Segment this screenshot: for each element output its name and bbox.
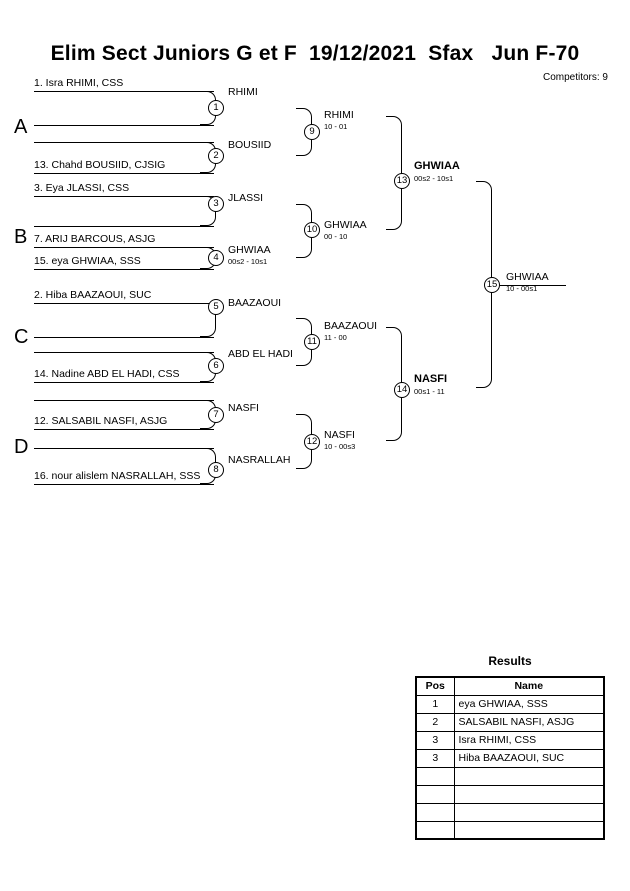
bout-winner-7: NASFI bbox=[228, 402, 259, 414]
entry-line-7 bbox=[34, 247, 214, 248]
entry-line-4 bbox=[34, 173, 214, 174]
bout-winner-4: GHWIAA bbox=[228, 244, 271, 256]
bout-winner-8: NASRALLAH bbox=[228, 454, 291, 466]
table-row bbox=[415, 820, 605, 840]
table-row bbox=[415, 802, 605, 822]
entry-line-11 bbox=[34, 352, 214, 353]
bout-circle-9[interactable]: 9 bbox=[304, 124, 320, 140]
result-name bbox=[453, 784, 605, 804]
entry-line-16 bbox=[34, 484, 214, 485]
entry-line-15 bbox=[34, 448, 214, 449]
bout-winner-14: NASFI bbox=[414, 373, 447, 385]
bout-score-15: 10 - 00s1 bbox=[506, 284, 538, 293]
page-title: Elim Sect Juniors G et F 19/12/2021 Sfax… bbox=[50, 42, 580, 65]
entry-line-13 bbox=[34, 400, 214, 401]
bout-winner-15: GHWIAA bbox=[506, 271, 549, 283]
table-row bbox=[415, 766, 605, 786]
bout-winner-9: RHIMI bbox=[324, 109, 354, 121]
result-name: SALSABIL NASFI, ASJG bbox=[453, 712, 605, 732]
bout-circle-13[interactable]: 13 bbox=[394, 173, 410, 189]
result-pos bbox=[415, 820, 455, 840]
bout-winner-12: NASFI bbox=[324, 429, 355, 441]
pool-letter-b: B bbox=[14, 226, 28, 248]
result-pos bbox=[415, 802, 455, 822]
result-name bbox=[453, 820, 605, 840]
entry-label-8: 15. eya GHWIAA, SSS bbox=[34, 255, 141, 267]
bout-winner-11: BAAZAOUI bbox=[324, 320, 378, 332]
bout-winner-13: GHWIAA bbox=[414, 160, 460, 172]
bout-circle-8[interactable]: 8 bbox=[208, 462, 224, 478]
result-name: eya GHWIAA, SSS bbox=[453, 694, 605, 714]
entry-label-1: 1. Isra RHIMI, CSS bbox=[34, 77, 124, 89]
result-name bbox=[453, 766, 605, 786]
table-row bbox=[415, 784, 605, 804]
bout-winner-2: BOUSIID bbox=[228, 139, 272, 151]
bout-score-11: 11 - 00 bbox=[324, 333, 347, 342]
bout-circle-3[interactable]: 3 bbox=[208, 196, 224, 212]
bout-circle-7[interactable]: 7 bbox=[208, 407, 224, 423]
bout-circle-15[interactable]: 15 bbox=[484, 277, 500, 293]
bout-score-10: 00 - 10 bbox=[324, 232, 348, 241]
bout-circle-2[interactable]: 2 bbox=[208, 148, 224, 164]
bout-winner-10: GHWIAA bbox=[324, 219, 367, 231]
entry-line-2 bbox=[34, 125, 214, 126]
bout-winner-6: ABD EL HADI bbox=[228, 348, 293, 360]
bout-winner-1: RHIMI bbox=[228, 86, 258, 98]
entry-label-9: 2. Hiba BAAZAOUI, SUC bbox=[34, 289, 152, 301]
result-pos: 2 bbox=[415, 712, 455, 732]
entry-label-13: 16. nour alislem NASRALLAH, SSS bbox=[34, 470, 201, 482]
bout-circle-14[interactable]: 14 bbox=[394, 382, 410, 398]
result-pos bbox=[415, 766, 455, 786]
result-name: Hiba BAAZAOUI, SUC bbox=[453, 748, 605, 768]
competitors-count: Competitors: 9 bbox=[542, 72, 608, 83]
entry-label-11: 14. Nadine ABD EL HADI, CSS bbox=[34, 368, 180, 380]
pool-letter-a: A bbox=[14, 116, 28, 138]
result-pos: 3 bbox=[415, 748, 455, 768]
entry-line-6 bbox=[34, 226, 214, 227]
entry-line-1 bbox=[34, 91, 214, 92]
results-col-pos: Pos bbox=[415, 676, 455, 696]
entry-line-12 bbox=[34, 382, 214, 383]
results-col-name: Name bbox=[453, 676, 605, 696]
entry-line-3 bbox=[34, 142, 214, 143]
bout-circle-5[interactable]: 5 bbox=[208, 299, 224, 315]
entry-label-12: 12. SALSABIL NASFI, ASJG bbox=[34, 415, 168, 427]
bout-score-4: 00s2 - 10s1 bbox=[228, 257, 268, 266]
entry-line-5 bbox=[34, 196, 214, 197]
champion-line bbox=[500, 285, 566, 286]
result-pos: 1 bbox=[415, 694, 455, 714]
bout-circle-12[interactable]: 12 bbox=[304, 434, 320, 450]
bout-circle-11[interactable]: 11 bbox=[304, 334, 320, 350]
bout-score-13: 00s2 - 10s1 bbox=[414, 174, 454, 183]
entry-label-5: 3. Eya JLASSI, CSS bbox=[34, 182, 130, 194]
entry-line-9 bbox=[34, 303, 214, 304]
bout-winner-3: JLASSI bbox=[228, 192, 264, 204]
bout-score-9: 10 - 01 bbox=[324, 122, 348, 131]
results-header-row: Pos Name bbox=[415, 676, 605, 696]
pool-letter-d: D bbox=[14, 436, 29, 458]
bout-score-14: 00s1 - 11 bbox=[414, 387, 445, 396]
result-name: Isra RHIMI, CSS bbox=[453, 730, 605, 750]
result-pos bbox=[415, 784, 455, 804]
pool-letter-c: C bbox=[14, 326, 29, 348]
bout-score-12: 10 - 00s3 bbox=[324, 442, 356, 451]
bout-circle-1[interactable]: 1 bbox=[208, 100, 224, 116]
entry-line-10 bbox=[34, 337, 214, 338]
bout-winner-5: BAAZAOUI bbox=[228, 297, 282, 309]
bout-circle-4[interactable]: 4 bbox=[208, 250, 224, 266]
entry-label-7: 7. ARIJ BARCOUS, ASJG bbox=[34, 233, 156, 245]
entry-line-8 bbox=[34, 269, 214, 270]
entry-line-14 bbox=[34, 429, 214, 430]
result-name bbox=[453, 802, 605, 822]
result-pos: 3 bbox=[415, 730, 455, 750]
bout-circle-10[interactable]: 10 bbox=[304, 222, 320, 238]
results-title: Results bbox=[488, 654, 532, 668]
bout-circle-6[interactable]: 6 bbox=[208, 358, 224, 374]
entry-label-3: 13. Chahd BOUSIID, CJSIG bbox=[34, 159, 166, 171]
